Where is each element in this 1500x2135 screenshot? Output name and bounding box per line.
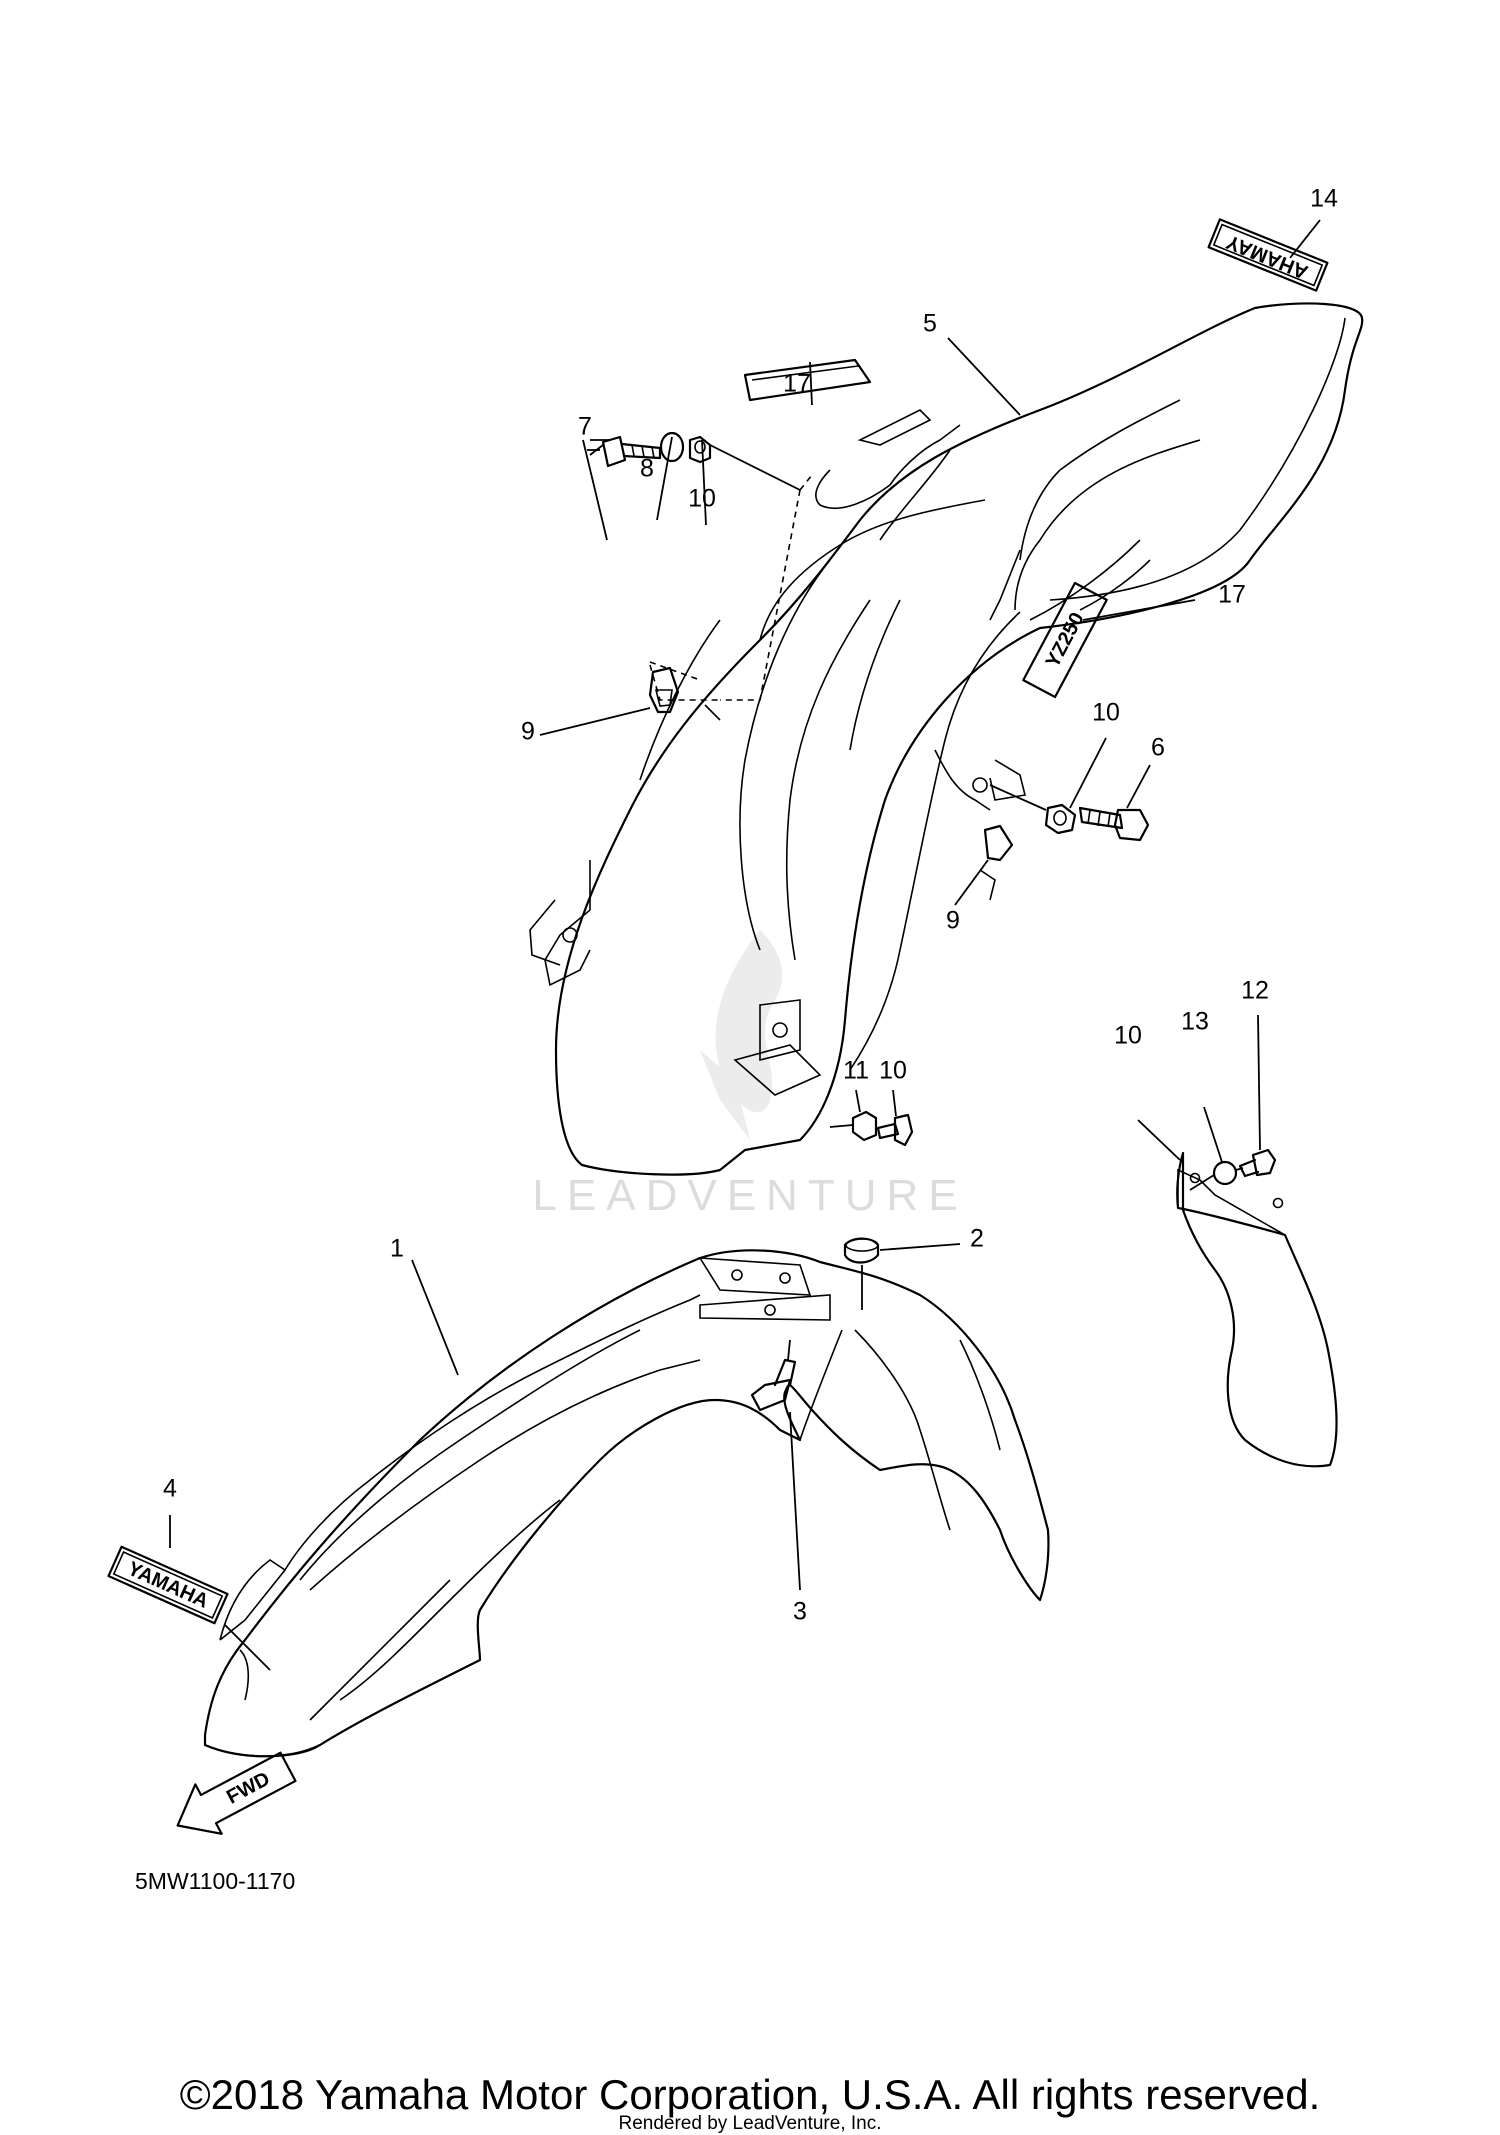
- decal-17b-text: YZ250: [1042, 609, 1089, 671]
- diagram-code: 5MW1100-1170: [135, 1868, 296, 1894]
- bolt-7: [601, 435, 662, 468]
- watermark-text: LEADVENTURE: [532, 1171, 967, 1220]
- decal-16-yamaha: YAMAHA: [1207, 218, 1329, 292]
- callout-10a: 10: [688, 485, 716, 513]
- copyright-notice: ©2018 Yamaha Motor Corporation, U.S.A. A…: [179, 2071, 1321, 2118]
- callout-9a: 9: [521, 718, 535, 746]
- mounting-lines: [649, 444, 1244, 1361]
- leader-lines: [169, 219, 1321, 1671]
- washer-15: [1212, 1160, 1238, 1186]
- decal-17b-model: YZ250: [1022, 581, 1108, 699]
- screw-12: [876, 1113, 914, 1147]
- callout-17b: 17: [1218, 581, 1246, 609]
- callout-4: 4: [163, 1475, 177, 1503]
- callout-5: 5: [923, 310, 937, 338]
- callout-10b: 10: [1092, 699, 1120, 727]
- fwd-arrow: FWD: [176, 1751, 297, 1835]
- clip-9a: [648, 666, 680, 714]
- watermark: LEADVENTURE: [532, 930, 967, 1220]
- mud-flap: [1176, 1151, 1338, 1468]
- bolt-6: [1078, 806, 1150, 842]
- collar-10b: [1044, 803, 1077, 835]
- callout-16: 14: [1310, 185, 1338, 213]
- callouts: 14 5 17 7 8 10 9 17 10 6 9 12 13 10 11 1…: [163, 185, 1338, 1626]
- callout-3: 3: [793, 1598, 807, 1626]
- washer-8: [659, 431, 685, 463]
- callout-12: 10: [879, 1057, 907, 1085]
- decal-4-yamaha: YAMAHA: [107, 1545, 229, 1625]
- callout-7: 7: [578, 413, 592, 441]
- decal-17a-strip: [743, 358, 872, 402]
- callout-17a: 17: [783, 370, 811, 398]
- grommet-2: [843, 1237, 880, 1264]
- collar-10a: [688, 435, 712, 464]
- callout-8: 8: [640, 455, 654, 483]
- callout-6: 6: [1151, 734, 1165, 762]
- clip-9b: [983, 824, 1014, 862]
- hardware: [601, 431, 1277, 1412]
- callout-14: 12: [1241, 977, 1269, 1005]
- callout-9b: 9: [946, 907, 960, 935]
- callout-11: 10: [1114, 1022, 1142, 1050]
- front-fender: [203, 1249, 1050, 1758]
- bolt-3: [750, 1358, 797, 1412]
- rear-fender: [529, 302, 1364, 1176]
- callout-2: 2: [970, 1225, 984, 1253]
- rendered-by-credit: Rendered by LeadVenture, Inc.: [618, 2113, 882, 2134]
- callout-13: 11: [843, 1057, 869, 1085]
- nut-13: [851, 1110, 878, 1142]
- callout-15: 13: [1181, 1008, 1209, 1036]
- fwd-text: FWD: [223, 1768, 274, 1809]
- callout-1: 1: [390, 1235, 404, 1263]
- screw-14: [1238, 1148, 1277, 1178]
